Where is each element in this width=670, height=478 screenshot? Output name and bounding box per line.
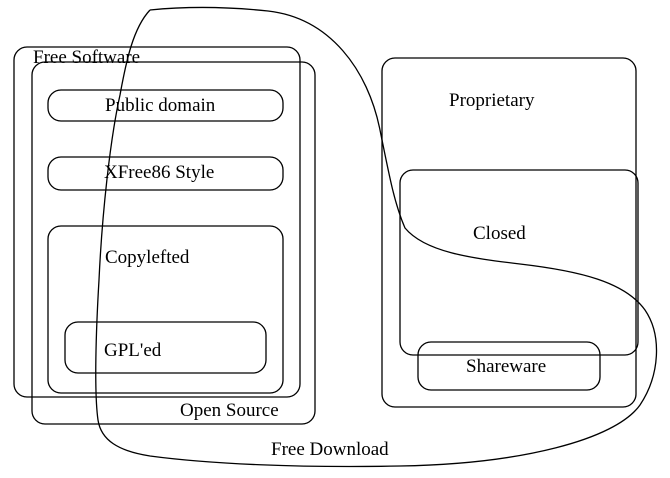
- box-gpled[interactable]: [64, 321, 267, 374]
- label-free-software: Free Software: [33, 47, 141, 68]
- label-proprietary: Proprietary: [449, 90, 535, 111]
- box-open-source[interactable]: [31, 61, 316, 425]
- curve-free-download[interactable]: [95, 6, 658, 468]
- box-closed[interactable]: [399, 169, 639, 356]
- box-proprietary[interactable]: [381, 57, 637, 408]
- label-public-domain: Public domain: [105, 95, 216, 116]
- label-gpled: GPL'ed: [104, 340, 162, 361]
- label-closed: Closed: [473, 223, 526, 244]
- label-xfree86-style: XFree86 Style: [104, 162, 215, 183]
- box-shareware[interactable]: [417, 341, 601, 391]
- label-open-source: Open Source: [180, 400, 279, 421]
- box-xfree86-style[interactable]: [47, 156, 284, 191]
- box-copylefted[interactable]: [47, 225, 284, 394]
- box-public-domain[interactable]: [47, 89, 284, 122]
- box-free-software[interactable]: [13, 46, 301, 398]
- label-shareware: Shareware: [466, 356, 547, 377]
- label-copylefted: Copylefted: [105, 247, 190, 268]
- label-free-download: Free Download: [271, 439, 389, 460]
